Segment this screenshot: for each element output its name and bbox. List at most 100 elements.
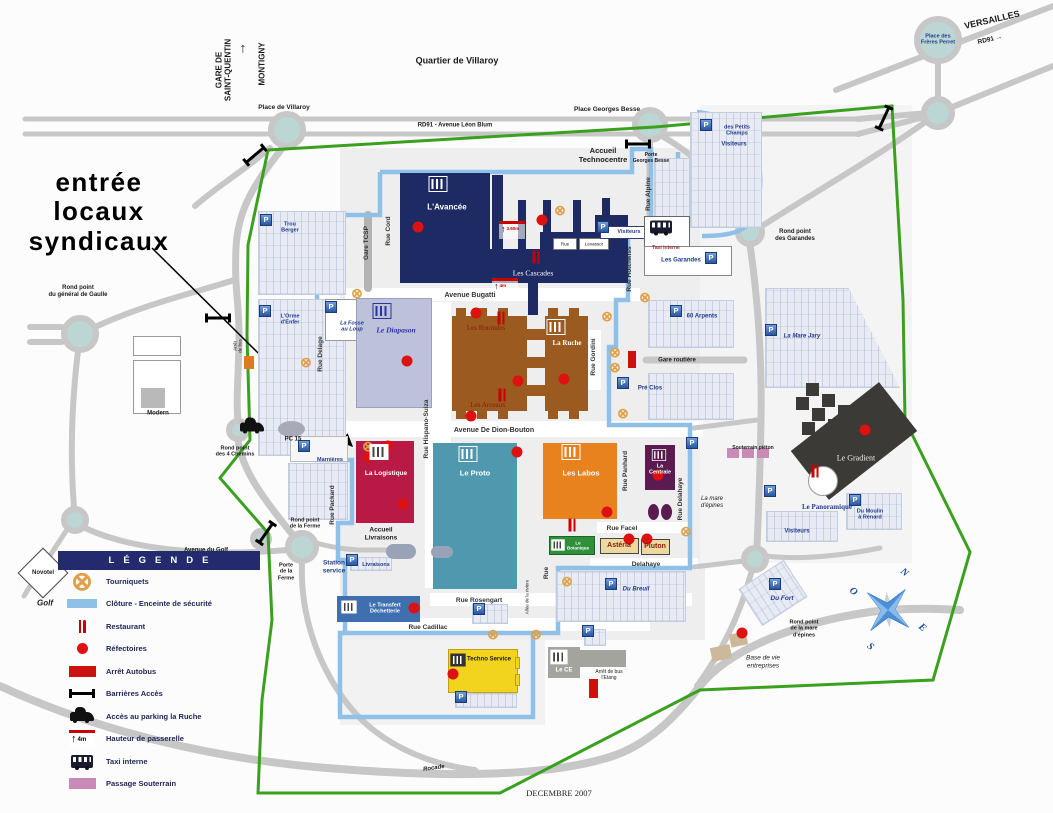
legend-icon-cell <box>58 615 106 638</box>
parking-petits-champs-lot <box>690 112 762 228</box>
avenue-du-golf: Avenue du Golf <box>184 547 228 554</box>
building-gradient-label: Le Gradient <box>836 453 876 463</box>
barrier-icon <box>205 313 231 323</box>
building-modern-label: Modern <box>147 410 169 417</box>
legend-item-label: Tourniquets <box>106 576 149 586</box>
legend-item-underpass: Passage Souterrain <box>58 773 260 796</box>
turn-icon: ⊗ <box>487 626 499 642</box>
pbox-icon: P <box>260 214 272 226</box>
pbox-icon: P <box>765 324 777 336</box>
station-service: Station service <box>322 559 346 574</box>
roundabouts <box>61 16 962 573</box>
techno-tab <box>515 657 520 669</box>
avenue-bugatti: Avenue Bugatti <box>444 291 496 299</box>
legend-icon-cell: ↑4m <box>58 728 106 751</box>
place-georges-besse: Place Georges Besse <box>573 106 641 114</box>
ruche-tooth <box>477 308 487 317</box>
pbox-icon: P <box>705 252 717 264</box>
barrier-icon <box>69 689 95 699</box>
bicon-icon <box>369 444 389 460</box>
gradient-square <box>838 405 851 418</box>
gare-routiere-stop <box>628 351 636 368</box>
dot-icon <box>362 451 374 463</box>
legend-item-label: Arrêt Autobus <box>106 666 157 676</box>
turn-icon: ⊗ <box>71 566 93 597</box>
pass-icon: ↑3.60m <box>499 221 525 239</box>
parking-du-breuil-lot <box>556 571 686 622</box>
gradient-square <box>812 408 825 421</box>
gradient-square <box>806 383 819 396</box>
parking-du-fort: Du Fort <box>770 595 794 603</box>
gare-st-quentin: GARE DE SAINT-QUENTIN <box>214 38 233 102</box>
parking-trou-berger: Trou Berger <box>281 221 299 234</box>
legend-item-label: Passage Souterrain <box>106 779 177 789</box>
parking-marnieres: Marnières <box>317 456 343 463</box>
garandes-box <box>644 246 732 276</box>
place-villaroy: Place de Villaroy <box>258 104 310 112</box>
delahaye: Delahaye <box>631 561 661 569</box>
legend-title: LÉGENDE <box>58 551 260 570</box>
allee-riviere: Allée de la rivière <box>524 579 530 615</box>
car-icon <box>240 417 264 434</box>
rue-cord: Rue Cord <box>385 216 393 246</box>
height-value: 4m <box>77 736 87 743</box>
rp-4-chemins: Rond point des 4 Chemins <box>215 445 255 458</box>
parking-livraisons-lot <box>350 557 392 571</box>
pbox-icon: P <box>346 554 358 566</box>
pink-icon <box>727 448 739 458</box>
dot-icon <box>512 375 524 387</box>
legend-icon-cell <box>58 683 106 706</box>
underpass-icon <box>68 778 96 790</box>
pbox-icon: P <box>605 578 617 590</box>
centrale-oval <box>661 504 672 520</box>
dot-icon <box>623 533 635 545</box>
dot-icon <box>859 424 871 436</box>
building-cascades-label: Les Cascades <box>512 268 554 278</box>
rue-delahaye: Rue Delahaye <box>677 477 685 521</box>
building-ruche-label: La Ruche <box>552 338 582 347</box>
legend-icon-cell <box>58 773 106 796</box>
bicon-icon <box>428 176 448 192</box>
legend-item-label: Taxi interne <box>106 756 148 766</box>
busstop-icon <box>68 665 96 677</box>
parking-mare-jary: La Mare Jary <box>783 333 821 340</box>
building-rotondes-label: Les Rotondes <box>466 323 506 332</box>
petits-champs-visiteurs: Visiteurs <box>721 141 747 148</box>
turn-icon: ⊗ <box>362 438 374 454</box>
souterrain-pieton: Souterrain piéton <box>732 445 774 452</box>
legend-item-label: Restaurant <box>106 621 146 631</box>
dot-icon <box>601 506 613 518</box>
dot-icon <box>465 410 477 422</box>
building-diapason <box>356 298 432 408</box>
pass-icon: ↑4m <box>69 729 95 748</box>
place-freres-perret: Place des Frères Perret <box>920 33 956 46</box>
gradient-square <box>822 394 835 407</box>
dot-icon <box>641 533 653 545</box>
legend-item-busstop: Arrêt Autobus <box>58 660 260 683</box>
rd91-leon-blum: RD91 - Avenue Léon Blum <box>417 122 493 129</box>
bicon-icon <box>450 653 466 667</box>
rue-small: Rue <box>543 566 551 580</box>
ruche-conn <box>527 329 545 340</box>
pbox-icon: P <box>473 603 485 615</box>
height-value: 3.60m <box>506 226 520 231</box>
gradient-square <box>828 419 841 432</box>
turn-icon: ⊗ <box>530 626 542 642</box>
ruche-tooth <box>569 410 579 419</box>
building-ce-b <box>578 650 626 667</box>
parking-livraisons: Livraisons <box>362 561 390 568</box>
building-avancee-finger <box>543 200 551 249</box>
rp-de-gaulle: Rond point du général de Gaulle <box>48 284 108 298</box>
legend-item-bus: Taxi interne <box>58 750 260 773</box>
pbox-icon: P <box>700 119 712 131</box>
building-logistique-label: La Logistique <box>364 470 408 478</box>
parking-techno-lot <box>455 693 517 708</box>
parking-moulin-renard: Du Moulin à Renard <box>856 508 884 521</box>
quartier-villaroy: Quartier de Villaroy <box>415 55 499 66</box>
pbox-icon: P <box>617 377 629 389</box>
rue-cadillac: Rue Cadillac <box>408 624 448 632</box>
rue-box-label: Rue <box>560 241 570 247</box>
gare-routiere: Gare routière <box>658 357 696 364</box>
turn-icon: ⊗ <box>609 344 621 360</box>
pbox-icon: P <box>259 305 271 317</box>
